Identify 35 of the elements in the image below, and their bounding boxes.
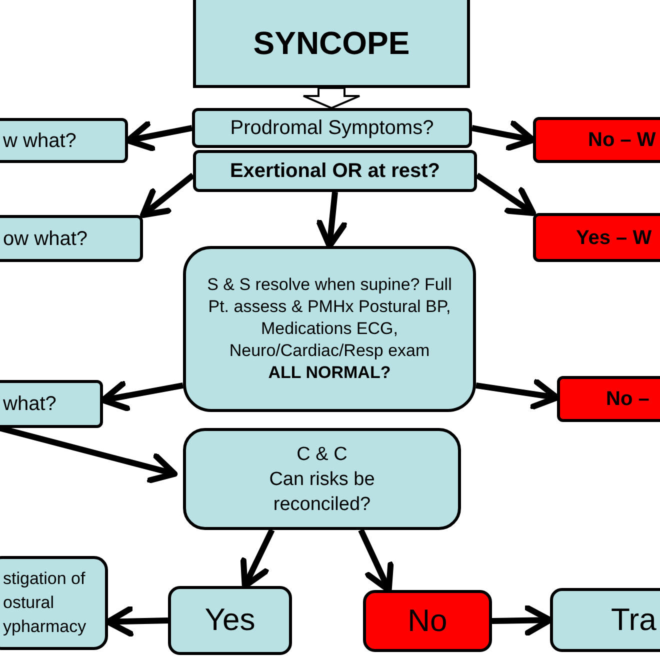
process-box — [192, 108, 472, 148]
box-text: SYNCOPE — [253, 24, 410, 63]
process-box — [183, 428, 461, 530]
box-text: C & C — [296, 442, 348, 466]
arrow — [316, 192, 348, 249]
process-box — [168, 586, 292, 655]
title-box — [193, 0, 470, 88]
box-text: w what? — [3, 128, 76, 154]
process-box — [0, 556, 108, 650]
process-box — [0, 380, 103, 428]
box-text: what? — [3, 392, 56, 417]
block-arrow — [302, 87, 360, 110]
box-text: Exertional OR at rest? — [230, 159, 440, 184]
box-text: Yes — [204, 601, 256, 640]
process-box — [0, 215, 143, 262]
box-text: S & S resolve when supine? Full Pt. assess & PMHx Postural BP, Medications ECG, Neuro/Cardiac/Resp exam — [206, 274, 453, 362]
alert-box — [363, 590, 492, 652]
box-subtext: Can risks be reconciled? — [268, 468, 376, 516]
process-box — [0, 118, 128, 163]
arrow — [140, 172, 195, 218]
arrow — [358, 528, 394, 593]
box-text: stigation of ostural ypharmacy — [3, 568, 88, 638]
arrow — [240, 528, 275, 589]
box-text: No – — [606, 387, 650, 412]
box-text: Prodromal Symptoms? — [230, 116, 434, 141]
process-box — [183, 246, 476, 412]
box-subtext: ALL NORMAL? — [268, 362, 391, 384]
box-text: No – W — [588, 128, 656, 153]
box-text: No — [408, 602, 448, 640]
process-box — [193, 150, 477, 192]
box-text: ow what? — [3, 226, 88, 252]
arrow — [0, 425, 178, 484]
box-text: Tra — [611, 600, 656, 639]
arrow — [475, 172, 536, 216]
box-text: Yes – W — [576, 226, 652, 250]
